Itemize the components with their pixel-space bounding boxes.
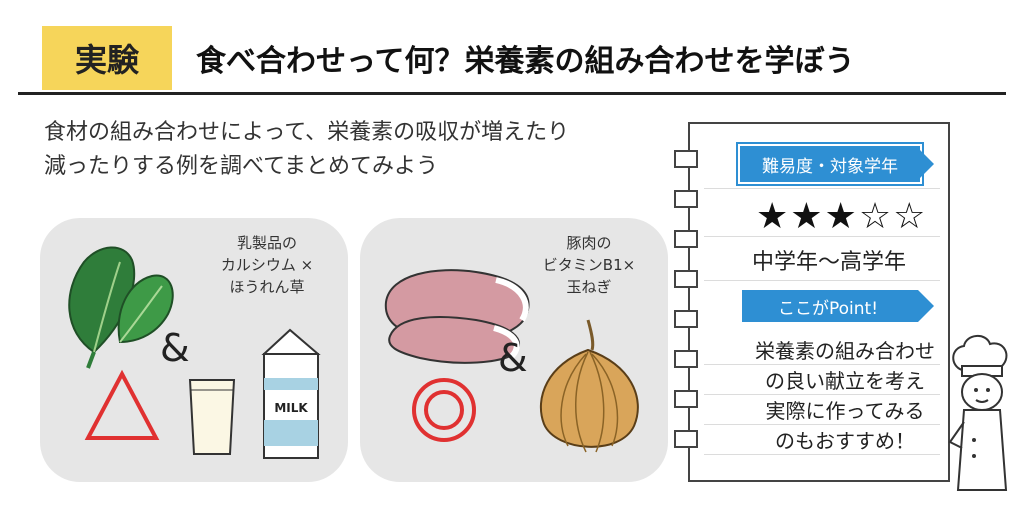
- point-text: 栄養素の組み合わせ の良い献立を考え 実際に作ってみる のもおすすめ！: [740, 336, 950, 456]
- onion-icon: [539, 319, 639, 453]
- card-label: 乳製品の カルシウム × ほうれん草: [192, 232, 342, 298]
- card-label-line: 乳製品の: [236, 234, 297, 252]
- milk-glass-icon: [188, 379, 236, 455]
- difficulty-stars: ★★★☆☆: [756, 196, 928, 237]
- ruled-line: [704, 364, 940, 365]
- binder-ring-icon: [674, 230, 698, 248]
- example-card-pork-onion: 豚肉の ビタミンB1× 玉ねぎ &: [360, 218, 668, 482]
- example-card-calcium-spinach: 乳製品の カルシウム × ほうれん草 & MILK: [40, 218, 348, 482]
- ruled-line: [704, 236, 940, 237]
- double-circle-rating-icon: [412, 378, 476, 442]
- card-label-line: ほうれん草: [229, 278, 305, 296]
- point-line: のもおすすめ！: [775, 429, 915, 453]
- binder-ring-icon: [674, 430, 698, 448]
- experiment-tag: 実験: [42, 26, 172, 90]
- binder-ring-icon: [674, 310, 698, 328]
- binder-ring-icon: [674, 350, 698, 368]
- triangle-rating-icon: [84, 369, 160, 440]
- binder-ring-icon: [674, 150, 698, 168]
- title-divider: [18, 92, 1006, 95]
- point-ribbon: ここがPoint!: [742, 290, 934, 322]
- intro-text: 食材の組み合わせによって、栄養素の吸収が増えたり 減ったりする例を調べてまとめて…: [44, 116, 684, 184]
- point-line: 栄養素の組み合わせ: [755, 339, 935, 363]
- ampersand: &: [498, 336, 528, 380]
- pork-meat-icon: [384, 269, 530, 364]
- info-notebook: 難易度・対象学年 ★★★☆☆ 中学年〜高学年 ここがPoint! 栄養素の組み合…: [674, 122, 950, 482]
- milk-carton-label: MILK: [274, 401, 308, 415]
- spinach-icon: [68, 246, 174, 369]
- ruled-line: [704, 280, 940, 281]
- page-title: 食べ合わせって何？栄養素の組み合わせを学ぼう: [196, 44, 855, 79]
- ampersand: &: [160, 326, 190, 370]
- card-label-line: カルシウム ×: [220, 256, 314, 274]
- binder-ring-icon: [674, 270, 698, 288]
- point-line: の良い献立を考え: [765, 369, 925, 393]
- binder-ring-icon: [674, 190, 698, 208]
- ruled-line: [704, 394, 940, 395]
- point-line: 実際に作ってみる: [765, 399, 925, 423]
- card-label: 豚肉の ビタミンB1× 玉ねぎ: [524, 232, 654, 298]
- card-label-line: 豚肉の: [566, 234, 612, 252]
- difficulty-ribbon: 難易度・対象学年: [740, 146, 934, 182]
- ruled-line: [704, 454, 940, 455]
- card-label-line: 玉ねぎ: [566, 278, 612, 296]
- chef-character-icon: [948, 335, 1008, 491]
- card-label-line: ビタミンB1×: [542, 256, 636, 274]
- ruled-line: [704, 424, 940, 425]
- ruled-line: [704, 188, 940, 189]
- milk-carton-icon: MILK: [261, 328, 321, 459]
- intro-line-1: 食材の組み合わせによって、栄養素の吸収が増えたり: [44, 120, 570, 145]
- target-grade: 中学年〜高学年: [752, 250, 907, 275]
- binder-ring-icon: [674, 390, 698, 408]
- intro-line-2: 減ったりする例を調べてまとめてみよう: [44, 154, 439, 179]
